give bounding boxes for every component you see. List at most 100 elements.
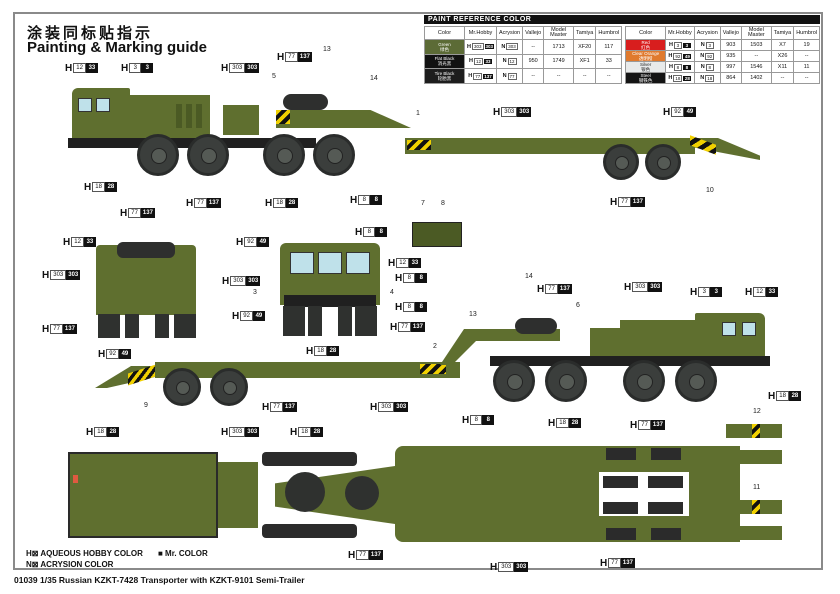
part-number-13b: 13	[469, 311, 477, 318]
wheel	[187, 134, 229, 176]
trailer-tire-top	[603, 476, 638, 488]
column-header: Tamiya	[572, 26, 597, 40]
trailer-wheel	[603, 144, 639, 180]
model-master-code: --	[740, 50, 772, 62]
legend-mr-color: ■ Mr. COLOR	[158, 549, 208, 558]
model-master-code: 1402	[740, 72, 772, 84]
hazard-stripe	[752, 500, 760, 514]
cab-window	[96, 98, 110, 112]
column-header: Vallejo	[522, 26, 545, 40]
title-english: Painting & Marking guide	[27, 39, 208, 56]
wheel	[263, 134, 305, 176]
part-number-13: 13	[323, 46, 331, 53]
column-header: Humbrol	[595, 26, 623, 40]
tamiya-code: XF20	[572, 39, 597, 55]
tire-top	[262, 524, 357, 538]
trailer-wheel	[645, 144, 681, 180]
tamiya-code: X26	[770, 50, 795, 62]
column-header: Vallejo	[719, 26, 742, 40]
model-master-code: 1713	[543, 39, 574, 55]
front-tire	[338, 306, 352, 336]
front-tire	[355, 306, 377, 336]
spare-tire-top	[345, 476, 379, 510]
part-number-8: 8	[441, 200, 445, 207]
part-number-5: 5	[272, 73, 276, 80]
ramp-top	[740, 450, 782, 464]
column-header: Mr.Hobby	[665, 26, 695, 40]
column-header: Model Master	[740, 26, 772, 40]
hazard-stripe	[420, 364, 446, 374]
cab-window	[78, 98, 92, 112]
tamiya-code: --	[572, 68, 597, 84]
trailer-tire-top	[606, 528, 636, 540]
column-header: Acrysion	[496, 26, 524, 40]
vallejo-code: 997	[719, 61, 742, 73]
model-master-code: 1749	[543, 53, 574, 70]
rear-tire	[125, 314, 139, 338]
trailer-tire-top	[651, 528, 681, 540]
vent	[186, 104, 192, 128]
legend-acrysion: N⊠ ACRYSION COLOR	[26, 560, 114, 569]
storage-box	[223, 105, 259, 135]
humbrol-code: 19	[793, 39, 820, 51]
wheel	[493, 360, 535, 402]
chassis	[490, 356, 770, 366]
part-number-6: 6	[576, 302, 580, 309]
vent	[176, 104, 182, 128]
model-master-code: 1503	[740, 39, 772, 51]
front-tire	[308, 306, 322, 336]
tamiya-code: X11	[770, 61, 795, 73]
column-header: Mr.Hobby	[463, 26, 498, 40]
wheel	[545, 360, 587, 402]
trailer-tire-top	[648, 502, 683, 514]
wheel	[137, 134, 179, 176]
column-header: Color	[625, 26, 667, 40]
humbrol-code: 33	[595, 53, 623, 70]
engine-hood	[620, 320, 695, 358]
trailer-tire-top	[603, 502, 638, 514]
windshield	[290, 252, 314, 274]
part-number-2: 2	[433, 343, 437, 350]
trailer-tire-top	[651, 448, 681, 460]
part-number-12: 12	[753, 408, 761, 415]
vallejo-code: --	[522, 39, 545, 55]
